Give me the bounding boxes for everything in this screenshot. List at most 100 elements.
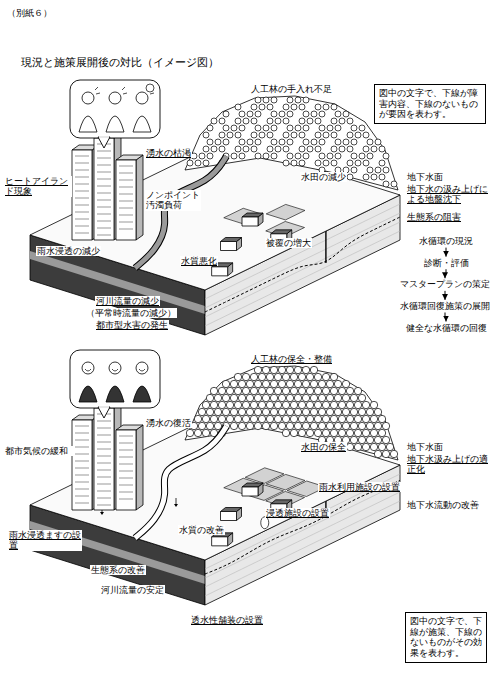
tree [266,401,273,408]
tree [203,146,209,152]
river-bank [135,156,227,268]
tree [218,387,225,394]
window-row [97,456,111,457]
window-row [119,194,133,195]
tree [271,97,277,103]
illustration-label: 都市型水害の発生 [95,320,169,330]
tree [247,139,253,145]
house-roof [242,213,263,217]
tree [318,408,325,415]
illustration-label: 人工林の手入れ不足 [250,84,333,94]
window-row [75,198,89,199]
tree [338,401,345,408]
window-row [75,447,89,448]
window-row [119,215,133,216]
tree [383,153,389,159]
illustration-label: 人工林の保全・整備 [250,354,333,364]
tree [283,104,289,110]
person-head [136,362,148,374]
tree [283,160,289,166]
tree [266,415,273,422]
window-row [97,463,111,464]
tree [234,387,241,394]
window-row [75,163,89,164]
tree [271,153,277,159]
tree [222,394,229,401]
smile [112,369,118,371]
tree [330,415,337,422]
flow-arrow [445,313,446,322]
flow-arrow [445,269,446,278]
window-row [97,165,111,166]
tree [287,139,293,145]
tree [319,111,325,117]
tree [310,408,317,415]
tree [355,160,361,166]
tree [258,373,265,380]
illustration-label: 地下水汲み上げの適正化 [406,454,490,475]
tree [286,394,293,401]
tree [315,146,321,152]
tree [378,415,385,422]
illustration-label: 水田の減少 [300,172,347,182]
tree [382,422,389,429]
window-row [119,457,133,458]
tree [318,422,325,429]
tree [219,132,225,138]
tree [318,380,325,387]
tree [322,387,329,394]
tree [374,436,381,443]
tree [274,401,281,408]
tree [326,394,333,401]
window-row [119,166,133,167]
tree [378,443,385,450]
window-row [97,158,111,159]
tree [358,422,365,429]
tree [367,167,373,173]
tree [386,443,393,450]
illustration-label: 地下水流動の改善 [406,500,490,510]
tree [254,366,261,373]
window-row [119,222,133,223]
window-row [97,428,111,429]
flow-step: 診断・評価 [422,258,471,269]
tree [314,401,321,408]
window-row [97,186,111,187]
tree [351,139,357,145]
tree [235,146,241,152]
node-text: マスタープランの策定 [400,279,490,290]
window-row [97,172,111,173]
tree [258,387,265,394]
window-row [119,464,133,465]
tree [207,125,213,131]
speech-bubble-tail [98,137,110,148]
window-row [97,484,111,485]
tree [351,125,357,131]
tree [286,422,293,429]
tree [311,111,317,117]
house-roof [271,230,292,234]
window-row [119,485,133,486]
tree [310,366,317,373]
tree [235,104,241,110]
tree [278,422,285,429]
illustration-label: 湧水の復活 [145,418,192,428]
tree [326,408,333,415]
tree [343,139,349,145]
tree [370,415,377,422]
tree [231,153,237,159]
tree [390,450,397,457]
tree [295,97,301,103]
tree [346,415,353,422]
tree [374,422,381,429]
tree [215,139,221,145]
tree [310,422,317,429]
house-front [221,242,237,251]
tree [238,408,245,415]
tree [263,153,269,159]
flow-arrow [445,291,446,300]
tree [303,111,309,117]
tree [259,132,265,138]
tree [295,125,301,131]
